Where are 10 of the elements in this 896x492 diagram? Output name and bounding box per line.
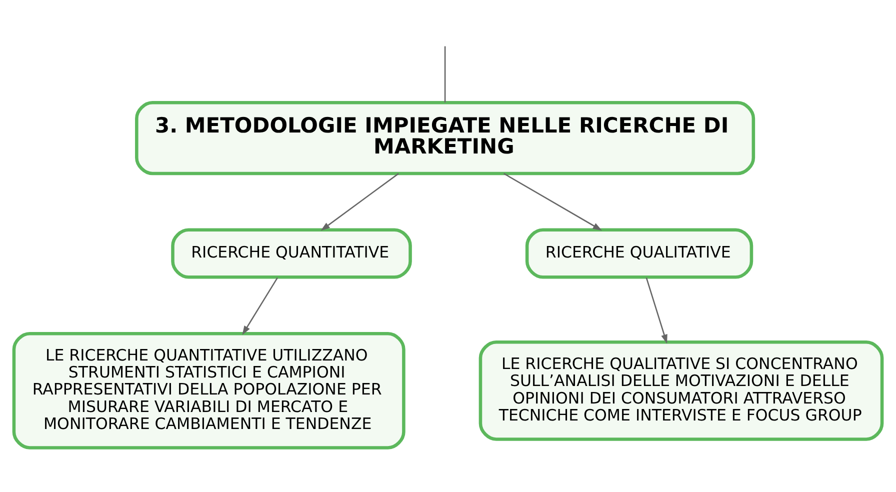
node-box: LE RICERCHE QUALITATIVE SI CONCENTRANO SULL’ANALISI DELLE MOTIVAZIONI E DELLE OPINIONI DEI CONSUMATORI ATTRAVERSO TECNICHE COME INTERVISTE E FOCUS GROUP xyxy=(478,340,884,440)
node-box: 3. METODOLOGIE IMPIEGATE NELLE RICERCHE DI MARKETING xyxy=(135,100,756,175)
connector xyxy=(444,46,446,102)
arrow xyxy=(504,172,602,230)
arrow xyxy=(242,276,278,335)
arrow xyxy=(320,172,399,230)
node-box: RICERCHE QUALITATIVE xyxy=(525,228,754,278)
node-box: RICERCHE QUANTITATIVE xyxy=(171,228,412,278)
arrow xyxy=(646,276,668,344)
node-box: LE RICERCHE QUANTITATIVE UTILIZZANO STRUMENTI STATISTICI E CAMPIONI RAPPRESENTATIVI DELLA POPOLAZIONE PER MISURARE VARIABILI DI MERCATO E MONITORARE CAMBIAMENTI E TENDENZE xyxy=(12,331,406,449)
